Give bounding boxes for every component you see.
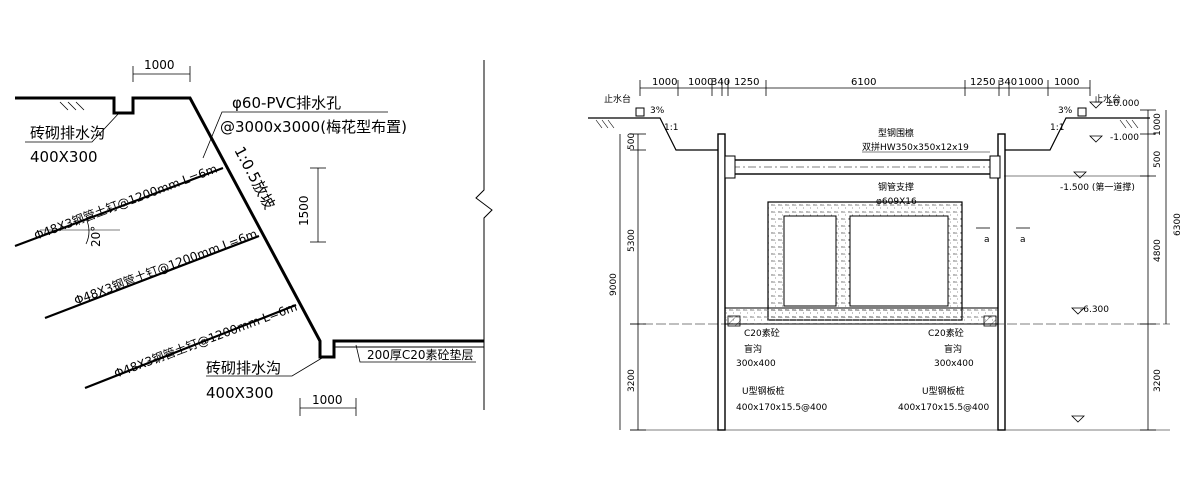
dim-vertical-text: 1500 (297, 195, 311, 226)
soil-nail-1 (14, 166, 224, 248)
cushion-leader (355, 344, 476, 363)
purlin-right (989, 155, 1001, 179)
pile-right-spec: 400x170x15.5@400 (898, 403, 990, 413)
top-dim-4: 340 (711, 77, 730, 88)
elev-mark-0 (1089, 101, 1103, 109)
water-stop-left-label: 止水台 (604, 93, 631, 105)
pile-left-label: U型钢板桩 (742, 385, 785, 397)
top-dim-8: 340 (998, 77, 1017, 88)
elev-mark-2 (1073, 171, 1087, 179)
drain-bottom-size: 400X300 (206, 384, 274, 402)
angle-arc (85, 217, 90, 245)
drain-bottom-leader (206, 357, 323, 377)
pvc-spacing: @3000x3000(梅花型布置) (220, 118, 407, 136)
purlin-label: 型钢围檩 (878, 127, 914, 139)
water-stop-right (1077, 107, 1087, 117)
ratio-right: 1:1 (1050, 123, 1064, 133)
right-dim-1: 1000 (1153, 113, 1163, 136)
slope-pct-right: 3% (1058, 106, 1073, 116)
ditch-left-label: 盲沟 (744, 343, 762, 355)
right-dim-total: 6300 (1173, 213, 1183, 236)
top-dim-9: 1000 (1018, 77, 1043, 88)
slope-ground-profile (15, 96, 484, 359)
ground-hatch-left (595, 119, 615, 129)
ground-left (588, 117, 722, 151)
cushion-label: 200厚C20素砼垫层 (367, 347, 474, 362)
ditch-right-label: 盲沟 (944, 343, 962, 355)
top-dim-2: 1000 (688, 77, 713, 88)
blind-ditch-right (983, 315, 997, 327)
soil-nail-2 (44, 234, 260, 320)
right-dim-4: 3200 (1153, 369, 1163, 392)
section-mark-right: a (1020, 235, 1026, 245)
strut-label: 钢管支撑 (878, 181, 914, 193)
elev-3: -6.300 (1080, 305, 1109, 315)
left-dim-1: 500 (627, 133, 637, 150)
top-dim-7: 1250 (970, 77, 995, 88)
slope-section-drawing: 1000 砖砌排水沟 400X300 φ60-PVC排水孔 @3000x3000… (14, 58, 493, 416)
drain-top-label: 砖砌排水沟 (30, 124, 105, 142)
top-dim-10: 1000 (1054, 77, 1079, 88)
water-stop-left (635, 107, 645, 117)
top-dim-5: 1250 (734, 77, 759, 88)
section-mark-left: a (984, 235, 990, 245)
elev-0: ±0.000 (1106, 99, 1140, 109)
drain-bottom-label: 砖砌排水沟 (206, 359, 281, 377)
ground-hatch-top (59, 101, 85, 111)
elev-1: -1.000 (1110, 133, 1139, 143)
purlin-spec: 双拼HW350x350x12x19 (862, 141, 969, 153)
top-dimension-chain: 1000 1000 1000 340 1250 6100 1250 340 10… (639, 77, 1091, 96)
dim-top-1000: 1000 (132, 58, 191, 82)
drain-top-size: 400X300 (30, 148, 98, 166)
c20-left-label: C20素砼 (744, 327, 780, 339)
pile-right-label: U型钢板桩 (922, 385, 965, 397)
elev-mark-1 (1089, 135, 1103, 143)
ratio-left: 1:1 (664, 123, 678, 133)
nail-label-1: Φ48X3钢管土钉@1200mm L=6m (32, 161, 219, 243)
c20-base (724, 307, 999, 325)
left-dim-total: 9000 (609, 273, 619, 296)
soil-nail-3 (84, 303, 297, 390)
break-line (475, 60, 493, 410)
dim-bottom-text: 1000 (312, 393, 343, 407)
left-dim-2: 5300 (627, 229, 637, 252)
elev-mark-4 (1071, 415, 1085, 423)
drain-top-leader (25, 111, 121, 143)
slope-pct-left: 3% (650, 106, 665, 116)
ditch-left-size: 300x400 (736, 359, 776, 369)
ground-hatch-right (1119, 119, 1139, 129)
top-dim-1: 1000 (652, 77, 677, 88)
c20-right-label: C20素砼 (928, 327, 964, 339)
dim-top-text: 1000 (144, 58, 175, 72)
right-dim-2: 500 (1153, 151, 1163, 168)
right-dim-chain: 1000 500 4800 3200 6300 (1140, 109, 1183, 431)
ditch-right-size: 300x400 (934, 359, 974, 369)
left-dim-chain: 500 5300 3200 9000 (609, 133, 646, 431)
pit-section-drawing: 1000 1000 1000 340 1250 6100 1250 340 10… (588, 77, 1183, 431)
pile-left-spec: 400x170x15.5@400 (736, 403, 828, 413)
purlin-left (724, 155, 736, 179)
angle-label: 20° (89, 226, 103, 247)
pvc-label: φ60-PVC排水孔 (232, 94, 341, 112)
dim-bottom-1000: 1000 (299, 393, 357, 416)
slope-ratio-label: 1:0.5放坡 (230, 143, 278, 212)
elev-mark-3 (1071, 307, 1085, 315)
top-dim-6: 6100 (851, 77, 876, 88)
elev-2: -1.500 (第一道撑) (1060, 181, 1135, 193)
blind-ditch-left (727, 315, 741, 327)
ground-right (1004, 117, 1150, 151)
sheet-pile-left (717, 133, 726, 431)
box-culvert (767, 201, 963, 321)
dim-vertical-1500: 1500 (297, 167, 326, 243)
right-dim-3: 4800 (1153, 239, 1163, 262)
pvc-leader (202, 111, 388, 159)
left-dim-3: 3200 (627, 369, 637, 392)
